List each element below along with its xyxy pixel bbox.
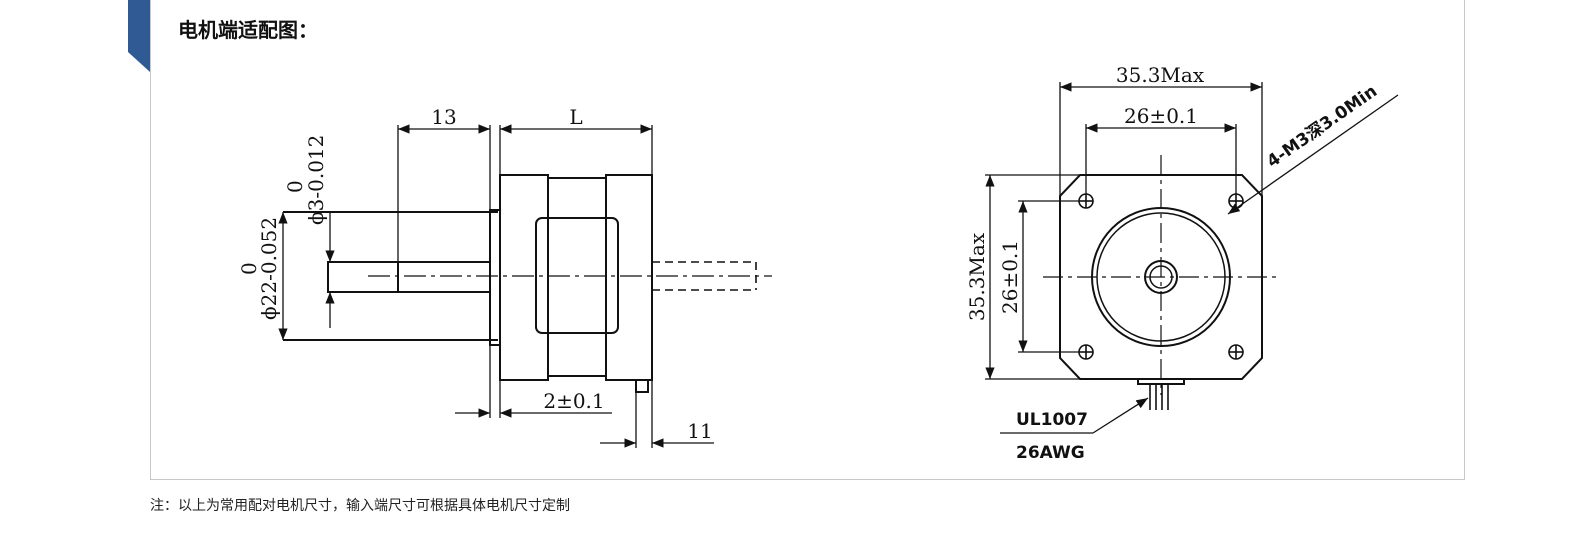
hole-spacing-v-label: 26±0.1: [998, 240, 1022, 314]
wire-connector: [1137, 378, 1185, 385]
motor-stator: [535, 217, 619, 334]
footnote: 注：以上为常用配对电机尺寸，输入端尺寸可根据具体电机尺寸定制: [150, 498, 570, 514]
body-length-label: L: [569, 105, 582, 129]
wire-type-label: UL1007: [1016, 410, 1088, 430]
height-max-label: 35.3Max: [965, 232, 989, 321]
hole-spacing-h-label: 26±0.1: [1124, 104, 1198, 128]
motor-shaft: [327, 261, 491, 293]
boss-dia-label: ϕ22-0.052: [257, 217, 281, 320]
boss-height-label: 2±0.1: [543, 389, 604, 413]
drawing-panel: [150, 0, 1465, 480]
section-title: 电机端适配图：: [178, 18, 318, 42]
motor-front-cap: [499, 174, 549, 381]
shaft-dia-tolerance: 0: [283, 180, 307, 193]
motor-rear-cap: [605, 174, 653, 381]
shaft-dia-label: ϕ3-0.012: [304, 135, 328, 225]
boss-dia-tolerance: 0: [237, 262, 261, 275]
wire-gauge-label: 26AWG: [1016, 443, 1085, 463]
front-view: [985, 82, 1399, 434]
side-view: [278, 124, 772, 448]
motor-face-outline: [1059, 174, 1263, 380]
thread-note-label: 4-M3深3.0Min: [1263, 81, 1381, 173]
rear-length-label: 11: [687, 419, 712, 443]
width-max-label: 35.3Max: [1116, 63, 1205, 87]
section-ribbon: [128, 0, 150, 72]
shaft-length-label: 13: [431, 105, 456, 129]
